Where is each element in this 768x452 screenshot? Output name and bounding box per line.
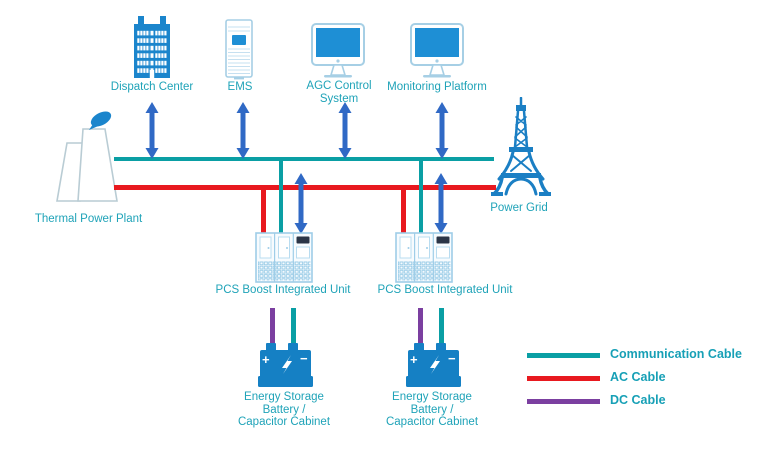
battery-1-label-line1: Energy Storage xyxy=(244,391,324,403)
battery2-minus-symbol: − xyxy=(448,351,456,366)
data-arrow-pcs2 xyxy=(433,173,449,234)
battery-2-label-line3: Capacitor Cabinet xyxy=(385,416,479,428)
battery-1-label-line3: Capacitor Cabinet xyxy=(237,416,331,428)
comm-cable-battery2 xyxy=(439,308,444,348)
pcs-unit-1-label: PCS Boost Integrated Unit xyxy=(215,284,351,296)
battery2-plus-symbol: + xyxy=(410,352,418,367)
pcs-unit-2-label: PCS Boost Integrated Unit xyxy=(377,284,513,296)
comm-arrow-ems xyxy=(235,102,251,159)
agc-label-line2: System xyxy=(319,92,359,105)
data-arrow-pcs1 xyxy=(293,173,309,234)
battery-2-label: Energy Storage Battery / Capacitor Cabin… xyxy=(352,391,512,429)
transmission-tower-icon xyxy=(489,97,553,199)
dc-cable-battery1 xyxy=(270,308,275,348)
agc-label-line1: AGC Control xyxy=(306,80,372,92)
comm-arrow-dispatch xyxy=(144,102,160,159)
battery-1-label: Energy Storage Battery / Capacitor Cabin… xyxy=(204,391,364,429)
legend-dc-line xyxy=(527,399,600,404)
battery1-minus-symbol: − xyxy=(300,351,308,366)
agc-monitor-icon xyxy=(311,23,365,78)
battery-icon-1: + − xyxy=(258,343,313,388)
comm-arrow-agc xyxy=(337,102,353,159)
monitoring-platform-label: Monitoring Platform xyxy=(387,81,487,93)
power-grid-label: Power Grid xyxy=(490,202,548,214)
converter-cabinet-icon-1 xyxy=(255,232,313,283)
dispatch-center-label: Dispatch Center xyxy=(110,81,194,93)
office-building-icon xyxy=(131,15,173,80)
communication-bus-line xyxy=(114,157,494,161)
legend-ac-line xyxy=(527,376,600,381)
monitoring-monitor-icon xyxy=(410,23,464,78)
comm-arrow-monitoring xyxy=(434,102,450,159)
ems-label: EMS xyxy=(227,81,253,93)
battery-1-label-line2: Battery / xyxy=(262,403,306,416)
ac-drop-pcs2 xyxy=(401,187,406,233)
agc-label: AGC Control System xyxy=(289,80,389,105)
battery-2-label-line2: Battery / xyxy=(410,403,454,416)
legend-communication-line xyxy=(527,353,600,358)
server-tower-icon xyxy=(225,19,253,80)
comm-cable-battery1 xyxy=(291,308,296,348)
dc-cable-battery2 xyxy=(418,308,423,348)
legend-dc-label: DC Cable xyxy=(610,393,666,407)
thermal-power-plant-label: Thermal Power Plant xyxy=(34,213,143,225)
comm-drop-pcs2 xyxy=(419,159,423,233)
cooling-tower-icon xyxy=(54,109,122,207)
battery-2-label-line1: Energy Storage xyxy=(392,391,472,403)
legend-communication-label: Communication Cable xyxy=(610,347,742,361)
comm-drop-pcs1 xyxy=(279,159,283,233)
converter-cabinet-icon-2 xyxy=(395,232,453,283)
battery-icon-2: + − xyxy=(406,343,461,388)
legend-ac-label: AC Cable xyxy=(610,370,666,384)
ac-drop-pcs1 xyxy=(261,187,266,233)
battery1-plus-symbol: + xyxy=(262,352,270,367)
ac-bus-line xyxy=(114,185,496,190)
